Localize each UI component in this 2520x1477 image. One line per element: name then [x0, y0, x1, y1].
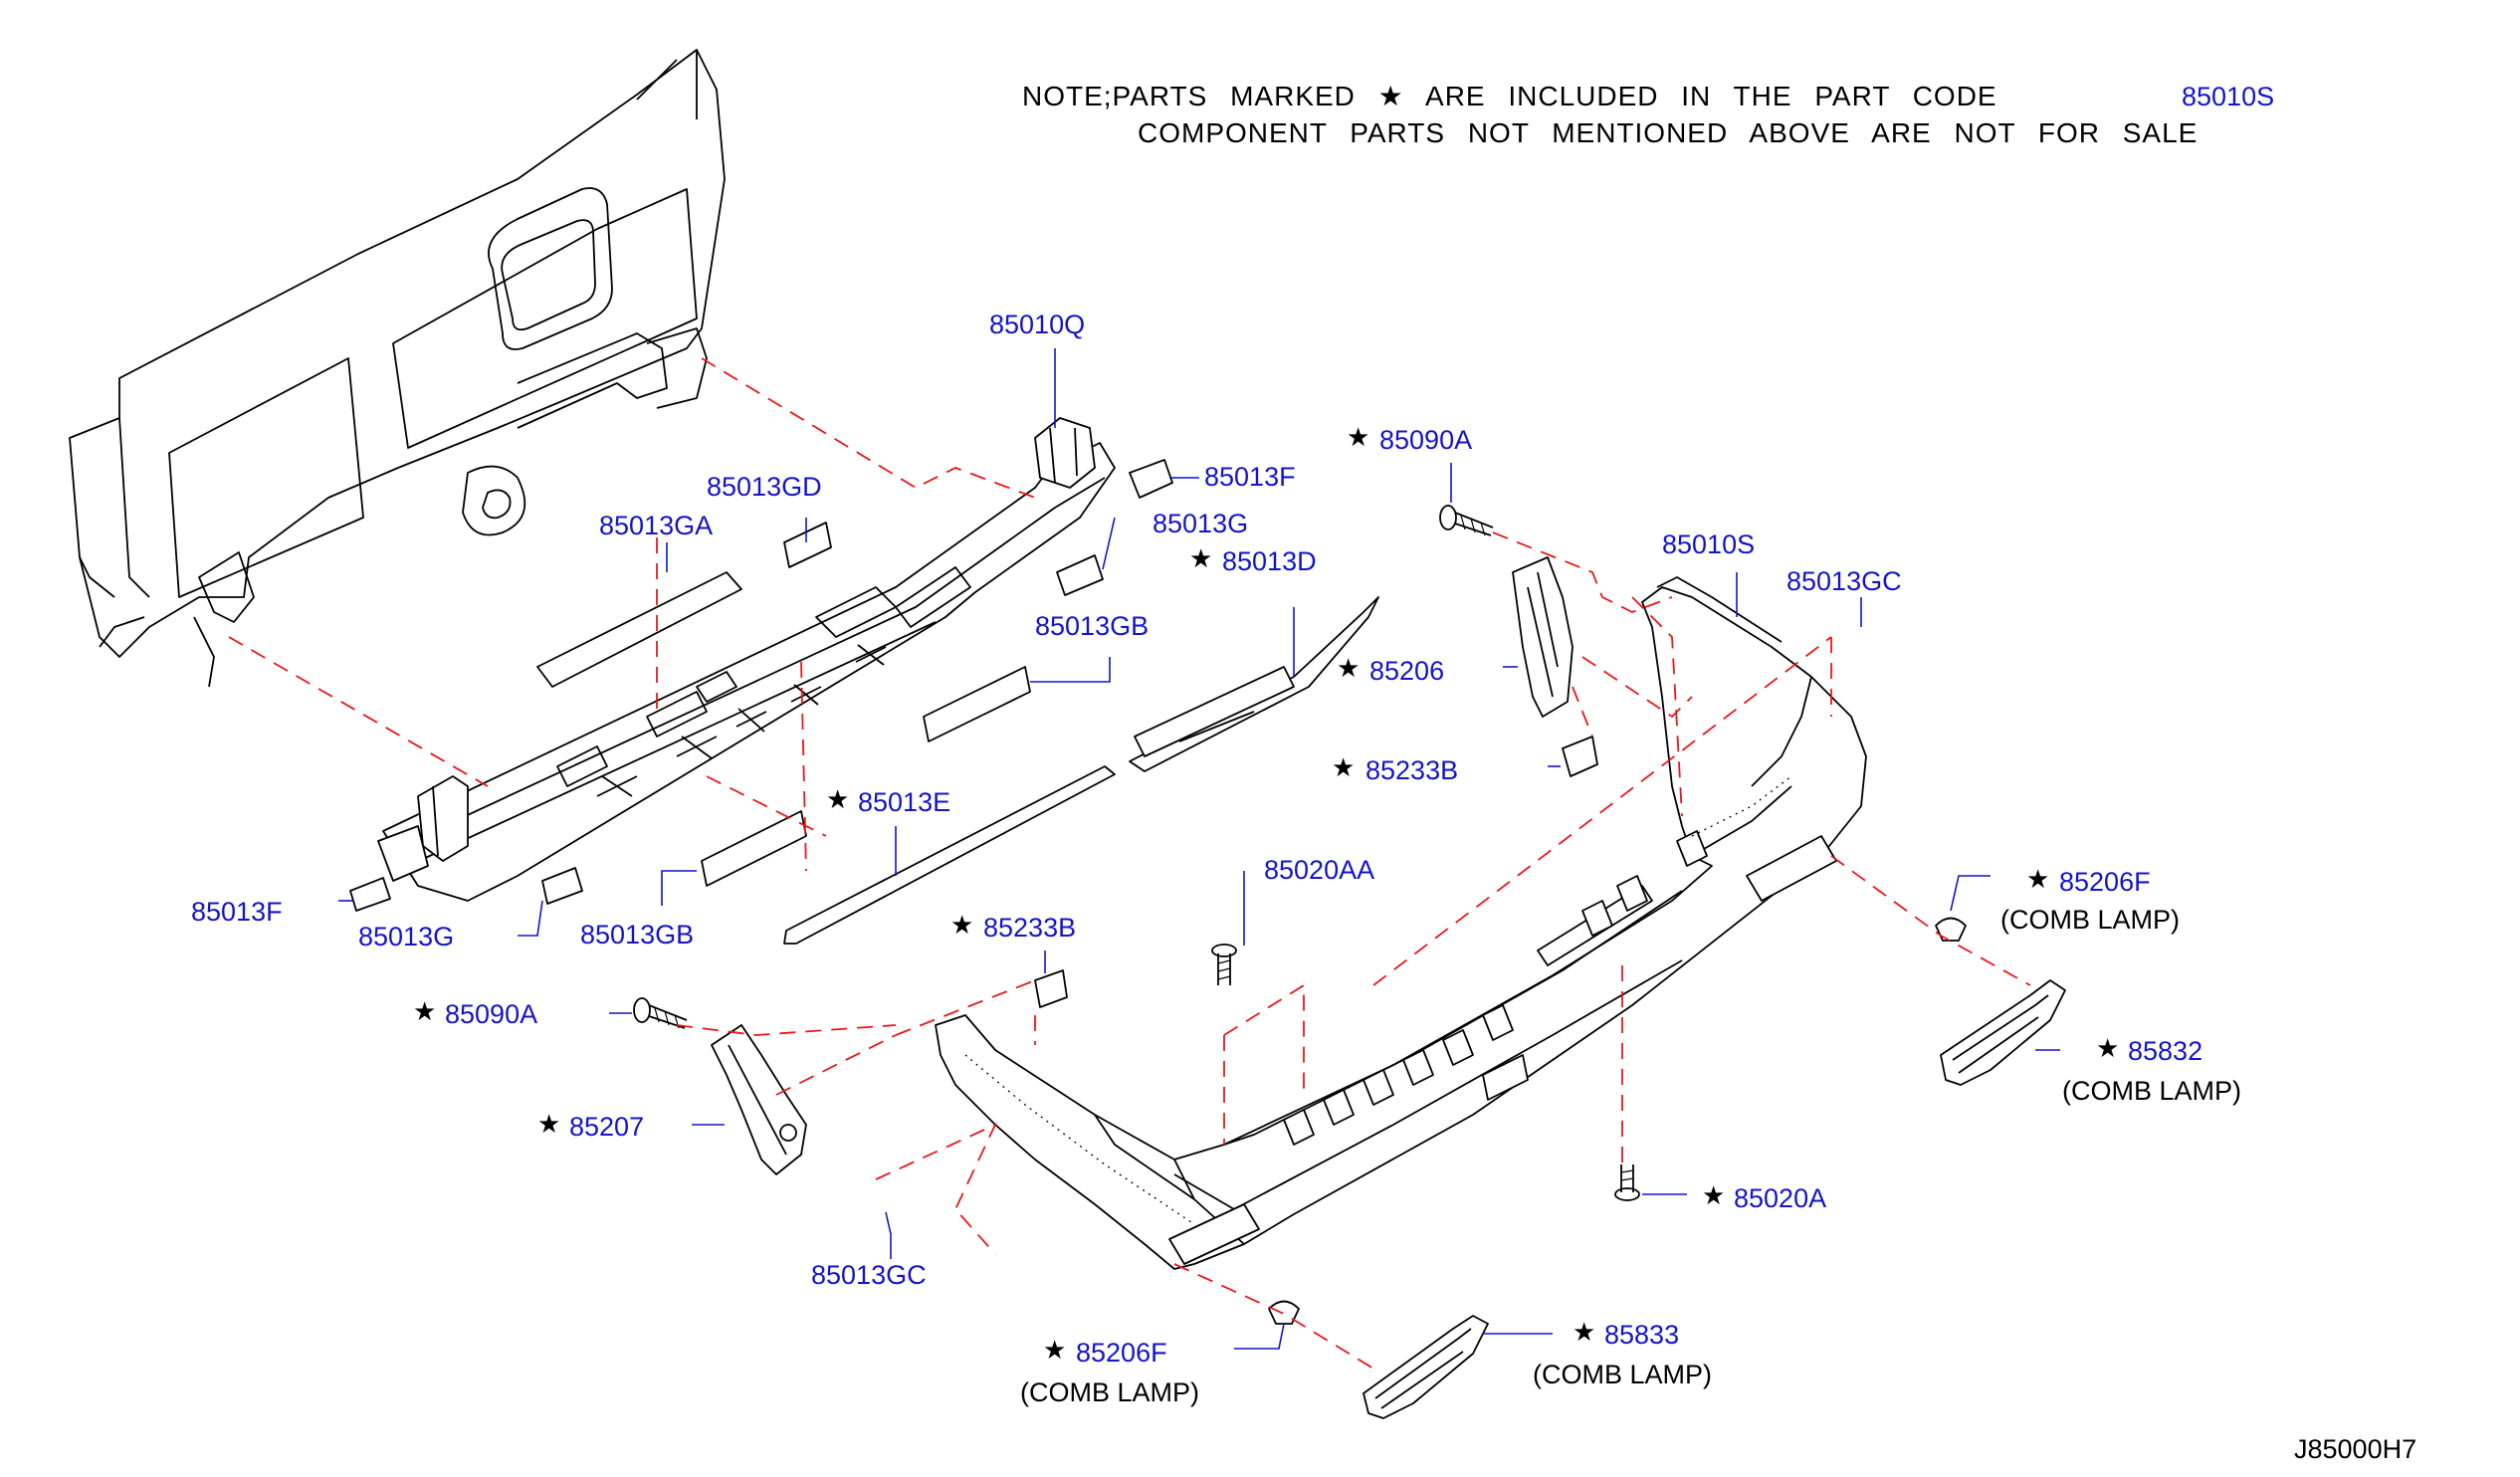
pad-85013F-left[interactable] [349, 877, 391, 912]
label-85013G-top[interactable]: 85013G [1153, 509, 1248, 538]
label-85013GC-right[interactable]: 85013GC [1786, 566, 1902, 596]
star-85233B-right: ★ [1332, 753, 1355, 783]
star-85833: ★ [1573, 1318, 1595, 1348]
pad-85013F-top[interactable] [1129, 459, 1173, 499]
star-85206F-bottom: ★ [1043, 1336, 1066, 1366]
label-85090A-top[interactable]: 85090A [1379, 425, 1472, 455]
seal-85013GB-top[interactable] [923, 666, 1031, 742]
comb-lamp-note-85206F-bottom: (COMB LAMP) [1020, 1377, 1199, 1407]
star-85020A: ★ [1702, 1181, 1725, 1211]
label-85233B-left[interactable]: 85233B [983, 913, 1076, 943]
label-85010Q[interactable]: 85010Q [989, 310, 1085, 339]
star-85832: ★ [2096, 1034, 2119, 1064]
label-85013GA[interactable]: 85013GA [599, 511, 713, 540]
side-bracket-85206[interactable] [1512, 556, 1574, 718]
label-85833[interactable]: 85833 [1604, 1320, 1679, 1350]
callout-labels: 85010Q 85013F 85013G 85013GD 85013GA ★ 8… [191, 310, 2241, 1407]
pad-85013GD[interactable] [783, 522, 832, 568]
star-85207: ★ [537, 1110, 560, 1140]
star-85090A-top: ★ [1347, 423, 1369, 453]
bumper-reinforcement-beam[interactable] [377, 417, 1116, 902]
label-85013GB-left[interactable]: 85013GB [580, 920, 694, 950]
label-85013F-left[interactable]: 85013F [191, 897, 283, 927]
label-85090A-left[interactable]: 85090A [445, 999, 537, 1029]
seal-85013GA[interactable] [536, 571, 742, 688]
side-bracket-85207[interactable] [711, 1024, 807, 1175]
leader-lines [338, 348, 2060, 1350]
label-85013E[interactable]: 85013E [858, 787, 950, 817]
label-85020A[interactable]: 85020A [1734, 1183, 1826, 1213]
diagram-code: J85000H7 [2294, 1434, 2416, 1464]
bolt-85020AA[interactable] [1211, 944, 1237, 985]
lower-strip-85013E[interactable] [783, 765, 1116, 945]
label-85233B-right[interactable]: 85233B [1365, 755, 1458, 785]
star-85233B-left: ★ [950, 911, 973, 941]
comb-lamp-note-85206F-right: (COMB LAMP) [2000, 905, 2180, 935]
label-85020AA[interactable]: 85020AA [1264, 855, 1374, 885]
clip-85206F-bottom[interactable] [1268, 1300, 1300, 1325]
label-85013GD[interactable]: 85013GD [707, 472, 822, 502]
phantom-lines [228, 357, 2031, 1370]
pad-85013G-left[interactable] [541, 867, 583, 905]
pad-85013G-top[interactable] [1056, 554, 1104, 596]
star-85206F-right: ★ [2026, 865, 2049, 895]
screw-85090A-left[interactable] [633, 997, 688, 1029]
star-85090A-left: ★ [413, 997, 436, 1027]
note-part-code[interactable]: 85010S [2182, 82, 2274, 111]
star-85013E: ★ [826, 785, 849, 815]
label-85206F-right[interactable]: 85206F [2059, 867, 2151, 897]
clip-85233B-left[interactable] [1034, 969, 1068, 1008]
label-85013D[interactable]: 85013D [1222, 546, 1317, 576]
label-85206[interactable]: 85206 [1369, 656, 1444, 686]
comb-lamp-note-85833: (COMB LAMP) [1533, 1360, 1712, 1389]
label-85206F-bottom[interactable]: 85206F [1076, 1338, 1167, 1368]
comb-lamp-85832[interactable] [1940, 979, 2066, 1086]
vehicle-body-rear-panel [69, 49, 726, 688]
bolt-85020A[interactable] [1614, 1164, 1640, 1201]
star-85206: ★ [1337, 654, 1360, 684]
comb-lamp-note-85832: (COMB LAMP) [2062, 1076, 2241, 1106]
label-85010S[interactable]: 85010S [1662, 529, 1755, 559]
label-85013G-left[interactable]: 85013G [358, 922, 454, 951]
comb-lamp-85833[interactable] [1363, 1315, 1489, 1419]
screw-85090A-top[interactable] [1439, 505, 1494, 536]
clip-85206F-right[interactable] [1935, 917, 1967, 942]
star-85013D: ★ [1189, 544, 1212, 574]
label-85013GB-top[interactable]: 85013GB [1035, 611, 1149, 641]
note-line-2: COMPONENT PARTS NOT MENTIONED ABOVE ARE … [1138, 117, 2198, 148]
seal-85013GB-left[interactable] [701, 810, 807, 887]
label-85207[interactable]: 85207 [569, 1112, 644, 1142]
label-85832[interactable]: 85832 [2128, 1036, 2203, 1066]
label-85013F-top[interactable]: 85013F [1204, 462, 1296, 492]
rear-bumper-fascia[interactable] [935, 576, 1867, 1270]
clip-85233B-right[interactable] [1562, 736, 1598, 777]
energy-absorber-85013D[interactable] [1129, 596, 1379, 772]
note-line-1: NOTE;PARTS MARKED ★ ARE INCLUDED IN THE … [1022, 81, 1997, 111]
header-note: NOTE;PARTS MARKED ★ ARE INCLUDED IN THE … [1022, 81, 2274, 148]
label-85013GC-left[interactable]: 85013GC [811, 1260, 927, 1290]
